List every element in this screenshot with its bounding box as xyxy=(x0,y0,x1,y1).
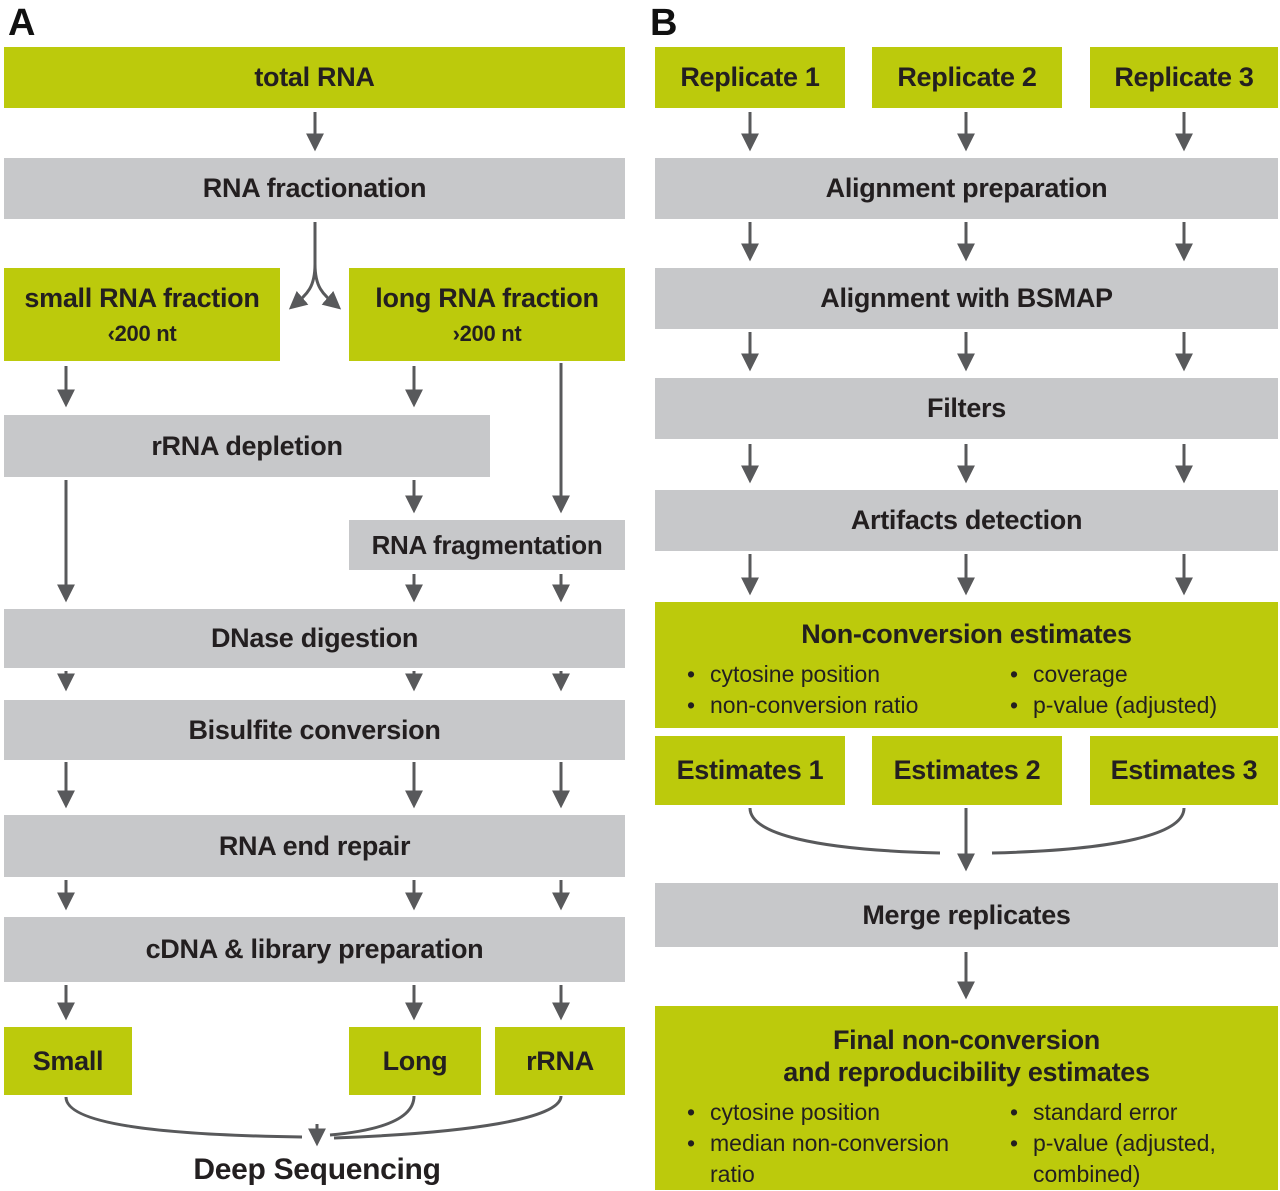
bullet-icon: • xyxy=(1010,692,1019,718)
node-rna-fractionation: RNA fractionation xyxy=(4,158,625,219)
node-small-rna-fraction: small RNA fraction ‹200 nt xyxy=(4,268,280,361)
node-label: RNA fractionation xyxy=(202,173,427,203)
bullet-icon: • xyxy=(1010,1099,1019,1125)
node-label: DNase digestion xyxy=(210,623,419,653)
node-output-long: Long xyxy=(349,1027,481,1095)
node-sublabel: ›200 nt xyxy=(452,320,522,346)
bullet-item: • coverage xyxy=(1010,659,1251,690)
node-sublabel: ‹200 nt xyxy=(107,320,177,346)
bullet-list: • cytosine position • non-conversion rat… xyxy=(655,659,1278,721)
bullet-text: coverage xyxy=(1033,661,1128,687)
node-label: Filters xyxy=(927,393,1006,423)
node-label: RNA end repair xyxy=(218,830,411,861)
node-rna-end-repair: RNA end repair xyxy=(4,815,625,877)
node-label: rRNA depletion xyxy=(151,430,343,461)
node-label: Replicate 1 xyxy=(680,62,820,92)
node-label: Long xyxy=(382,1045,448,1076)
bullet-item: • median non-conversion ratio xyxy=(687,1128,1010,1190)
node-label: RNA fragmentation xyxy=(371,529,603,560)
panel-b-label: B xyxy=(650,2,677,44)
bullet-icon: • xyxy=(687,661,696,687)
bullet-item: • p-value (adjusted) xyxy=(1010,690,1251,721)
node-label: Artifacts detection xyxy=(850,505,1083,535)
node-output-rrna: rRNA xyxy=(495,1027,625,1095)
bullet-item: • standard error xyxy=(1010,1097,1251,1128)
panel-a-arrows xyxy=(57,112,570,1147)
bullet-item: • non-conversion ratio xyxy=(687,690,1010,721)
bullet-item: • cytosine position xyxy=(687,1097,1010,1128)
node-label: cDNA & library preparation xyxy=(145,934,484,964)
node-bisulfite-conversion: Bisulfite conversion xyxy=(4,700,625,760)
bullet-column-left: • cytosine position • non-conversion rat… xyxy=(687,659,1010,721)
bullet-item: • cytosine position xyxy=(687,659,1010,690)
node-replicate-2: Replicate 2 xyxy=(872,47,1062,108)
bullet-icon: • xyxy=(1010,661,1019,687)
node-label: Bisulfite conversion xyxy=(188,714,441,745)
node-title: Non-conversion estimates xyxy=(801,619,1132,649)
node-total-rna: total RNA xyxy=(4,47,625,108)
bullet-icon: • xyxy=(687,1099,696,1125)
node-long-rna-fraction: long RNA fraction ›200 nt xyxy=(349,268,625,361)
node-dnase-digestion: DNase digestion xyxy=(4,609,625,668)
bullet-text: non-conversion ratio xyxy=(710,692,919,718)
node-non-conversion-estimates: Non-conversion estimates • cytosine posi… xyxy=(655,602,1278,728)
node-label: Estimates 2 xyxy=(893,755,1041,785)
bullet-icon: • xyxy=(1010,1130,1019,1156)
node-label: small RNA fraction xyxy=(24,282,260,313)
node-estimates-2: Estimates 2 xyxy=(872,736,1062,805)
bullet-text: p-value (adjusted) xyxy=(1033,692,1218,718)
node-artifacts-detection: Artifacts detection xyxy=(655,490,1278,551)
node-label: Small xyxy=(32,1045,104,1076)
panel-b-arrows xyxy=(741,112,1193,1000)
node-label: Estimates 1 xyxy=(676,755,824,785)
bullet-column-right: • coverage • p-value (adjusted) xyxy=(1010,659,1251,721)
node-final-estimates: Final non-conversion and reproducibility… xyxy=(655,1006,1278,1190)
bullet-icon: • xyxy=(687,692,696,718)
bullet-icon: • xyxy=(687,1130,696,1156)
bullet-text: cytosine position xyxy=(710,661,881,687)
node-label: Alignment with BSMAP xyxy=(820,283,1113,313)
bullet-text: median non-conversion ratio xyxy=(710,1130,950,1187)
node-cdna-library-preparation: cDNA & library preparation xyxy=(4,917,625,982)
node-label: Merge replicates xyxy=(862,899,1071,930)
bullet-list: • cytosine position • median non-convers… xyxy=(655,1097,1278,1190)
node-label: Replicate 3 xyxy=(1114,62,1254,92)
node-label: total RNA xyxy=(254,62,375,92)
bullet-text: standard error xyxy=(1033,1099,1178,1125)
node-rna-fragmentation: RNA fragmentation xyxy=(349,520,625,570)
node-label: long RNA fraction xyxy=(375,282,599,313)
node-replicate-1: Replicate 1 xyxy=(655,47,845,108)
bullet-text: cytosine position xyxy=(710,1099,881,1125)
node-rrna-depletion: rRNA depletion xyxy=(4,415,490,477)
node-alignment-with-bsmap: Alignment with BSMAP xyxy=(655,268,1278,329)
panel-a-label: A xyxy=(8,2,35,44)
node-estimates-1: Estimates 1 xyxy=(655,736,845,805)
node-label: rRNA xyxy=(526,1045,594,1076)
deep-sequencing-label: Deep Sequencing xyxy=(193,1153,441,1186)
node-merge-replicates: Merge replicates xyxy=(655,883,1278,947)
node-label: Replicate 2 xyxy=(897,62,1037,92)
bullet-item: • p-value (adjusted, combined) xyxy=(1010,1128,1251,1190)
bullet-column-right: • standard error • p-value (adjusted, co… xyxy=(1010,1097,1251,1190)
node-label: Alignment preparation xyxy=(825,173,1108,203)
node-replicate-3: Replicate 3 xyxy=(1090,47,1278,108)
node-title-line-2: and reproducibility estimates xyxy=(783,1057,1150,1087)
bullet-text: p-value (adjusted, combined) xyxy=(1033,1130,1216,1187)
node-output-small: Small xyxy=(4,1027,132,1095)
node-alignment-preparation: Alignment preparation xyxy=(655,158,1278,219)
node-estimates-3: Estimates 3 xyxy=(1090,736,1278,805)
node-label: Estimates 3 xyxy=(1110,755,1258,785)
bullet-column-left: • cytosine position • median non-convers… xyxy=(687,1097,1010,1190)
node-filters: Filters xyxy=(655,378,1278,439)
node-title-line-1: Final non-conversion xyxy=(832,1025,1101,1055)
